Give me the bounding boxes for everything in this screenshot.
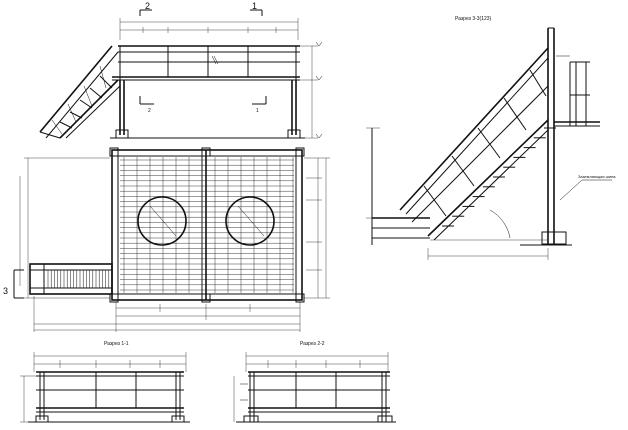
svg-text:2: 2	[148, 108, 151, 114]
stair-steps	[442, 127, 556, 227]
plan-stair-treads	[47, 270, 110, 288]
svg-text:1: 1	[256, 108, 259, 114]
plan-view: 3	[3, 147, 330, 332]
top-elevation-view: 2 1 2 1	[39, 1, 323, 139]
section-1-1-title: Разрез 1-1	[104, 341, 129, 347]
section-mark-2-top: 2	[145, 1, 150, 11]
section-3-3-view: Разрез 3-3(123)	[366, 16, 616, 260]
section-1-1-view: Разрез 1-1	[20, 341, 190, 423]
section-2-2-title: Разрез 2-2	[300, 341, 325, 347]
plan-grating	[120, 157, 294, 293]
section-mark-3: 3	[3, 286, 8, 296]
section-mark-1-top: 1	[252, 1, 257, 11]
section-2-2-view: Разрез 2-2	[233, 341, 396, 423]
section-3-3-title: Разрез 3-3(123)	[455, 16, 492, 22]
leader-label: Заземляющая шина	[578, 174, 616, 179]
